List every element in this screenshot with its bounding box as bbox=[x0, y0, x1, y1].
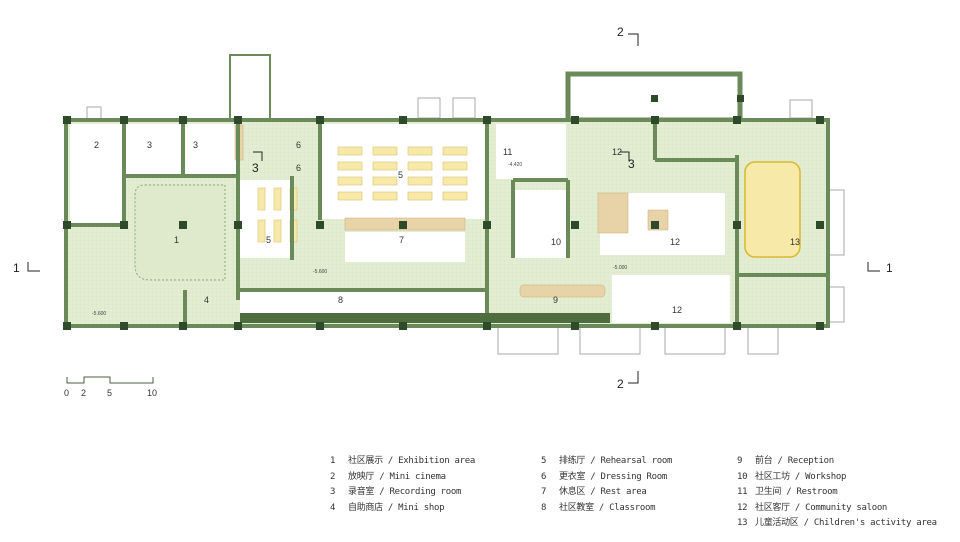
room-label-rest: 7 bbox=[399, 235, 404, 245]
level-mark: -5.000 bbox=[613, 265, 627, 271]
section-marks bbox=[27, 33, 880, 384]
room-label-rehearsal: 5 bbox=[398, 170, 403, 180]
corridor-wall bbox=[240, 313, 610, 323]
room-label-workshop: 10 bbox=[551, 237, 561, 247]
section-mark-top: 2 bbox=[617, 25, 624, 39]
room-label-classroom: 8 bbox=[338, 295, 343, 305]
columns bbox=[63, 95, 824, 330]
room-label-saloon: 12 bbox=[672, 305, 682, 315]
room-label-restroom: 11 bbox=[503, 147, 512, 157]
room-label-cinema: 2 bbox=[94, 140, 99, 150]
room-label-reception: 9 bbox=[553, 295, 558, 305]
room-label-exhibition: 1 bbox=[174, 235, 179, 245]
room-label-saloon: 12 bbox=[612, 147, 622, 157]
section-mark-bottom: 2 bbox=[617, 377, 624, 391]
exhibition-hall bbox=[134, 184, 226, 281]
scale-tick: 10 bbox=[147, 388, 157, 398]
children-area bbox=[744, 161, 801, 258]
room-label-shop: 4 bbox=[204, 295, 209, 305]
room-label-saloon: 12 bbox=[670, 237, 680, 247]
section-mark-right: 1 bbox=[886, 261, 893, 275]
section-mark-left: 1 bbox=[13, 261, 20, 275]
room-label-recording: 3 bbox=[193, 140, 198, 150]
room-label-dressing: 6 bbox=[296, 140, 301, 150]
scale-tick: 2 bbox=[81, 388, 86, 398]
scale-tick: 5 bbox=[107, 388, 112, 398]
view-mark: 3 bbox=[628, 157, 635, 171]
level-mark: -5.600 bbox=[92, 311, 106, 317]
scale-bar bbox=[66, 376, 154, 384]
view-mark: 3 bbox=[252, 161, 259, 175]
room-label-rehearsal: 5 bbox=[266, 235, 271, 245]
room-label-dressing: 6 bbox=[296, 163, 301, 173]
level-mark: -5.600 bbox=[313, 269, 327, 275]
scale-tick: 0 bbox=[64, 388, 69, 398]
level-mark: -4.420 bbox=[508, 162, 522, 168]
room-label-children: 13 bbox=[790, 237, 800, 247]
room-label-recording: 3 bbox=[147, 140, 152, 150]
